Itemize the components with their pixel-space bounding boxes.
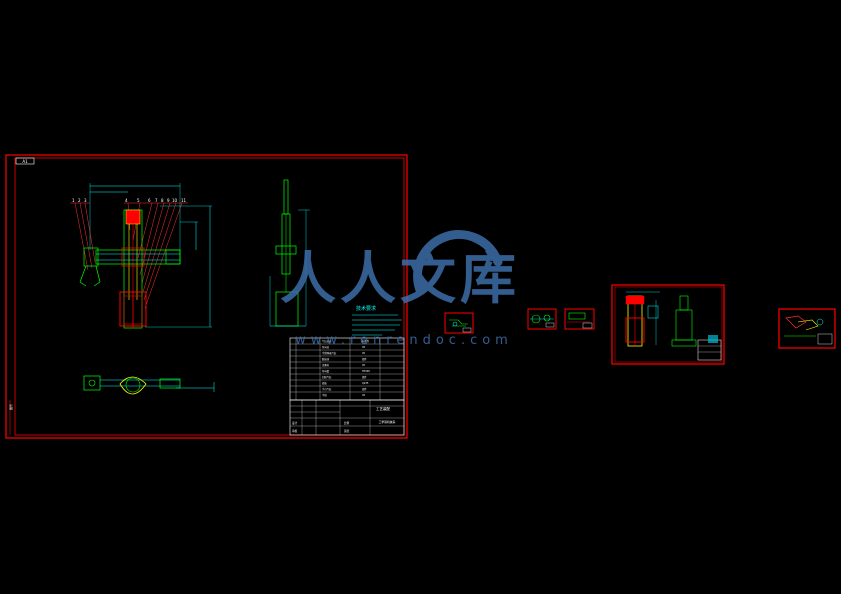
watermark-url: www.renrendoc.com [295, 333, 513, 348]
bom-cell: 手指 [322, 393, 327, 397]
check-label: 审核 [292, 429, 298, 433]
thumbnail-drawing-1[interactable] [444, 312, 474, 334]
watermark-text: 人人文库 [280, 247, 520, 312]
sheet-tag: A1 [22, 159, 28, 164]
part-number: 4 [125, 198, 128, 203]
leader-9 [142, 202, 171, 293]
part-number: 5 [137, 198, 140, 203]
bom-cell: Q235 [362, 382, 369, 385]
thumbnail-drawing-4[interactable] [611, 284, 725, 365]
part-number: 11 [181, 198, 187, 203]
arm-joint-block[interactable] [121, 247, 145, 267]
scale-label: 比例 [344, 421, 350, 425]
bom-cell: 45 [362, 352, 366, 355]
part-number: 7 [155, 198, 158, 203]
leader-1 [74, 202, 89, 271]
bom-cell: 气缸支座 [322, 339, 332, 343]
side-column-top[interactable] [283, 179, 289, 215]
top-view-assembly[interactable] [83, 375, 215, 395]
watermark-logo-ring [413, 230, 503, 295]
tech-notes-title: 技术要求 [356, 305, 376, 312]
thumbnail-frame [444, 312, 474, 334]
thumbnail-content [449, 319, 468, 327]
leader-11 [144, 202, 183, 309]
designer-label: 设计 [292, 421, 298, 425]
school-name: 工学院机械系 [379, 420, 396, 424]
bom-rows [290, 338, 404, 400]
leader-10 [143, 202, 177, 301]
thumbnail-frame [778, 308, 836, 349]
part-number: 10 [172, 198, 178, 203]
bom-cell: 回转气缸 [322, 375, 332, 379]
part-number: 6 [148, 198, 151, 203]
title-block-grid [290, 400, 404, 435]
bom-cell: 导向柱 [322, 345, 330, 349]
leader-7 [139, 202, 159, 276]
part-number: 1 [72, 198, 75, 203]
front-view-assembly[interactable]: 1 2 3 4 5 6 7 8 9 10 11 [70, 183, 212, 329]
sheet-tag-box [15, 157, 35, 165]
bom-cell: 导向套 [322, 369, 330, 373]
leader-3 [84, 202, 96, 263]
part-number: 2 [78, 198, 81, 203]
thumbnail-drawing-5[interactable] [778, 308, 836, 349]
thumbnail-frame [527, 308, 557, 330]
bom-cell: HT200 [362, 370, 370, 373]
top-view-gripper-hole [88, 379, 96, 387]
bom-cell: 45 [362, 394, 366, 397]
side-view-assembly[interactable] [269, 179, 310, 327]
bom-cells-left: 气缸支座 导向柱 手臂伸缩气缸 联接块 活塞杆 导向套 回转气缸 底板 手爪气缸… [322, 339, 337, 397]
part-number: 8 [161, 198, 164, 203]
sheet-inner-frame [14, 157, 405, 436]
bom-cell: 底板 [322, 381, 327, 385]
drawing-name: 工艺装配 [376, 406, 390, 411]
top-view-gripper[interactable] [83, 375, 101, 391]
bom-cell: 活塞杆 [322, 363, 330, 367]
title-block-frame [289, 399, 405, 436]
part-number: 3 [84, 198, 87, 203]
top-view-end-cylinder[interactable] [159, 378, 181, 389]
thumbnail-side-column [679, 295, 689, 311]
gripper-fingers[interactable] [79, 265, 101, 287]
bom-cell: 手臂伸缩气缸 [322, 351, 337, 355]
bom-cell: 组件 [362, 357, 367, 361]
bom-cell: 45 [362, 364, 366, 367]
tech-notes: 技术要求 [352, 305, 402, 336]
part-number-labels: 1 2 3 4 5 6 7 8 9 10 11 [72, 198, 187, 203]
bom-cell: 手爪气缸 [322, 387, 332, 391]
bom-table[interactable]: 气缸支座 导向柱 手臂伸缩气缸 联接块 活塞杆 导向套 回转气缸 底板 手爪气缸… [289, 337, 405, 401]
sheet-label: 第张 [344, 429, 350, 433]
watermark: 人人文库 www.renrendoc.com [280, 230, 520, 348]
bom-cell: 45 [362, 346, 366, 349]
leader-6 [137, 202, 153, 259]
sheet-outer-frame [5, 154, 408, 439]
title-block[interactable]: 工艺装配 设计 审核 比例 第张 工学院机械系 [289, 399, 405, 436]
side-strip-text: 图号 [8, 404, 13, 410]
arm-end-cylinder[interactable] [165, 249, 181, 265]
bom-cells-right: 标准件 45 45 组件 45 HT200 组件 Q235 组件 45 [362, 339, 370, 397]
gripper-body[interactable] [83, 247, 99, 267]
bom-cell: 组件 [362, 375, 367, 379]
thumbnail-drawing-3[interactable] [564, 308, 595, 330]
side-arm-stub[interactable] [275, 245, 297, 255]
thumbnail-frame [564, 308, 595, 330]
main-drawing-sheet[interactable]: A1 图号 [5, 154, 408, 439]
leader-2 [79, 202, 93, 269]
part-number: 9 [167, 198, 170, 203]
top-view-base-ring[interactable] [119, 376, 147, 395]
leader-8 [141, 202, 165, 284]
top-view-base-circle [125, 377, 141, 393]
thumbnail-drawing-2[interactable] [527, 308, 557, 330]
thumbnail-frame [611, 284, 725, 365]
bom-cell: 联接块 [322, 357, 330, 361]
bom-cell: 标准件 [362, 339, 370, 343]
bom-cell: 组件 [362, 387, 367, 391]
